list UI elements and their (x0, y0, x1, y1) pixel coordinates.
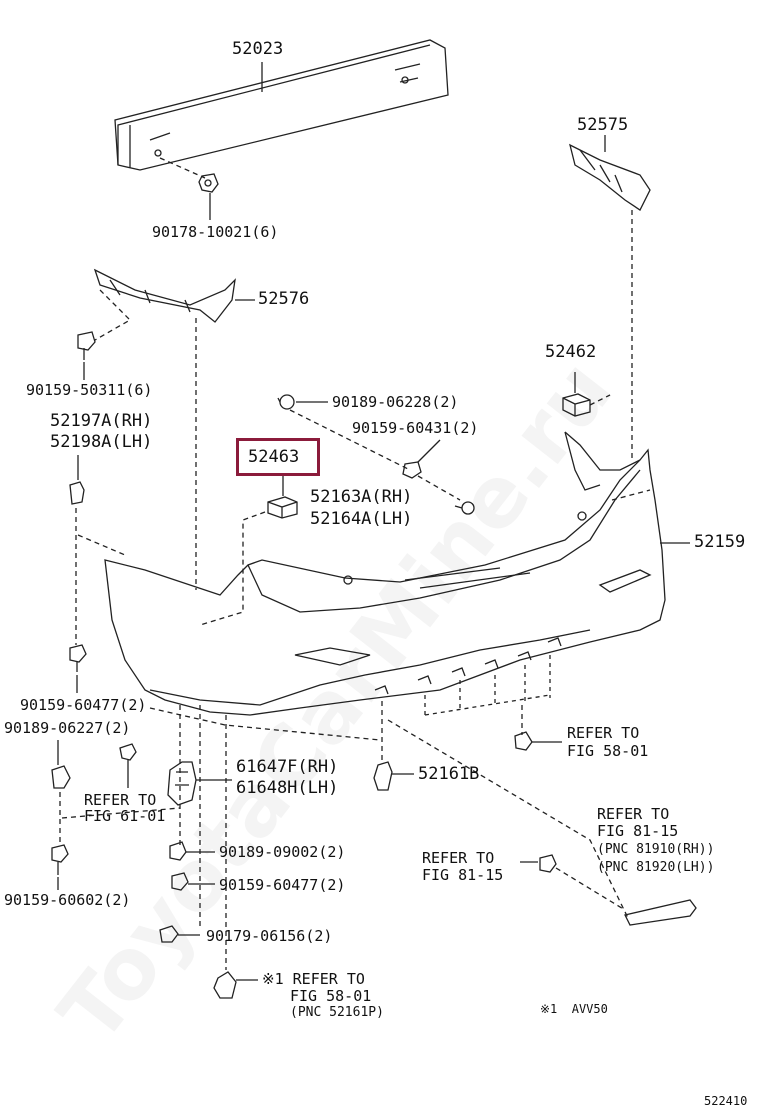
leader-90159-60431 (417, 439, 441, 463)
spacer-52463[interactable] (267, 496, 298, 519)
screw-icon[interactable] (69, 644, 87, 672)
dash-52462 (589, 394, 611, 406)
part-label-52023: 52023 (232, 39, 284, 59)
part-label-90159-60602: 90159-60602(2) (4, 891, 131, 909)
retainer-lh[interactable] (93, 268, 236, 323)
part-label-52163: 52163A(RH) (310, 487, 413, 507)
screw-icon[interactable] (402, 461, 422, 479)
part-label-52462: 52462 (545, 342, 597, 362)
dash-bracket-d (149, 707, 381, 741)
part-label-90178: 90178-10021(6) (152, 223, 279, 241)
nut-icon[interactable] (198, 173, 219, 193)
highlight-52463 (236, 438, 320, 476)
connector-icon[interactable] (119, 743, 137, 761)
part-label-90159-60477a: 90159-60477(2) (20, 696, 147, 714)
screw-icon[interactable] (77, 331, 96, 360)
refer-61-01-line2[interactable]: FIG 61-01 (84, 807, 166, 825)
pnc-52161p: (PNC 52161P) (290, 1005, 384, 1020)
refer-58-01b-line1[interactable]: ※1 REFER TO (262, 970, 365, 988)
refer-58-01a-line2[interactable]: FIG 58-01 (567, 742, 649, 760)
pnc-81910: (PNC 81910(RH)) (597, 842, 715, 857)
part-label-90179-06156: 90179-06156(2) (206, 927, 333, 945)
dash-52576-screw (94, 289, 132, 341)
screw-icon[interactable] (171, 872, 189, 891)
refer-81-15a-line1[interactable]: REFER TO (597, 805, 670, 823)
refer-58-01b-line2[interactable]: FIG 58-01 (290, 987, 372, 1005)
part-label-90189-06227: 90189-06227(2) (4, 719, 131, 737)
part-label-90159-50311: 90159-50311(6) (26, 381, 153, 399)
dash-refer-61 (61, 807, 181, 819)
part-label-61648: 61648H(LH) (236, 778, 339, 798)
pnc-81920: (PNC 81920(LH)) (597, 860, 715, 875)
rear-bumper-reinforcement[interactable] (114, 39, 449, 171)
retainer-rh[interactable] (569, 143, 651, 211)
clip-52163[interactable] (454, 501, 475, 515)
grommet-icon[interactable] (51, 765, 71, 789)
part-label-52198: 52198A(LH) (50, 432, 153, 452)
part-label-90189-09002: 90189-09002(2) (219, 843, 346, 861)
part-label-52576: 52576 (258, 289, 310, 309)
dash-reflector-nut (555, 867, 626, 911)
bumper-side-bracket[interactable] (167, 761, 197, 806)
part-label-61647: 61647F(RH) (236, 757, 339, 777)
part-label-90159-60431: 90159-60431(2) (352, 419, 479, 437)
dash-grommet (289, 409, 411, 471)
refer-81-15a-line2[interactable]: FIG 81-15 (597, 822, 679, 840)
clip-right[interactable] (514, 731, 533, 751)
refer-58-01a-line1[interactable]: REFER TO (567, 724, 640, 742)
figure-number: 522410 (704, 1094, 748, 1108)
part-label-52463[interactable]: 52463 (248, 447, 300, 467)
part-label-52161: 52161B (418, 764, 480, 784)
dash-clips-row (424, 655, 551, 716)
part-label-90189-06228: 90189-06228(2) (332, 393, 459, 411)
bumper-cover[interactable] (104, 431, 666, 716)
spacer-52462[interactable] (562, 393, 591, 417)
dash-reflector (387, 719, 629, 919)
screw-icon[interactable] (51, 844, 69, 875)
rear-reflector[interactable] (624, 899, 697, 926)
part-label-90159-60477b: 90159-60477(2) (219, 876, 346, 894)
dash-52463 (199, 511, 266, 626)
dash-bumper-right (611, 489, 651, 501)
grommet-icon[interactable] (277, 394, 295, 410)
refer-81-15b-line2[interactable]: FIG 81-15 (422, 866, 504, 884)
dash-bumper-left (77, 534, 126, 556)
footnote: ※1 AVV50 (540, 1002, 608, 1016)
part-label-52164: 52164A(LH) (310, 509, 413, 529)
clip-lower[interactable] (213, 971, 237, 999)
part-label-52159: 52159 (694, 532, 746, 552)
part-label-52575: 52575 (577, 115, 629, 135)
refer-61-01-line1[interactable]: REFER TO (84, 791, 157, 809)
grommet-icon[interactable] (169, 841, 187, 861)
nut-icon[interactable] (159, 925, 179, 943)
dash-screw-60431 (417, 475, 461, 501)
dash-52023-nut (159, 157, 206, 179)
clip-52161[interactable] (373, 761, 393, 791)
nut-icon[interactable] (539, 854, 557, 873)
refer-81-15b-line1[interactable]: REFER TO (422, 849, 495, 867)
clip-52197[interactable] (69, 481, 85, 505)
part-label-52197: 52197A(RH) (50, 411, 153, 431)
